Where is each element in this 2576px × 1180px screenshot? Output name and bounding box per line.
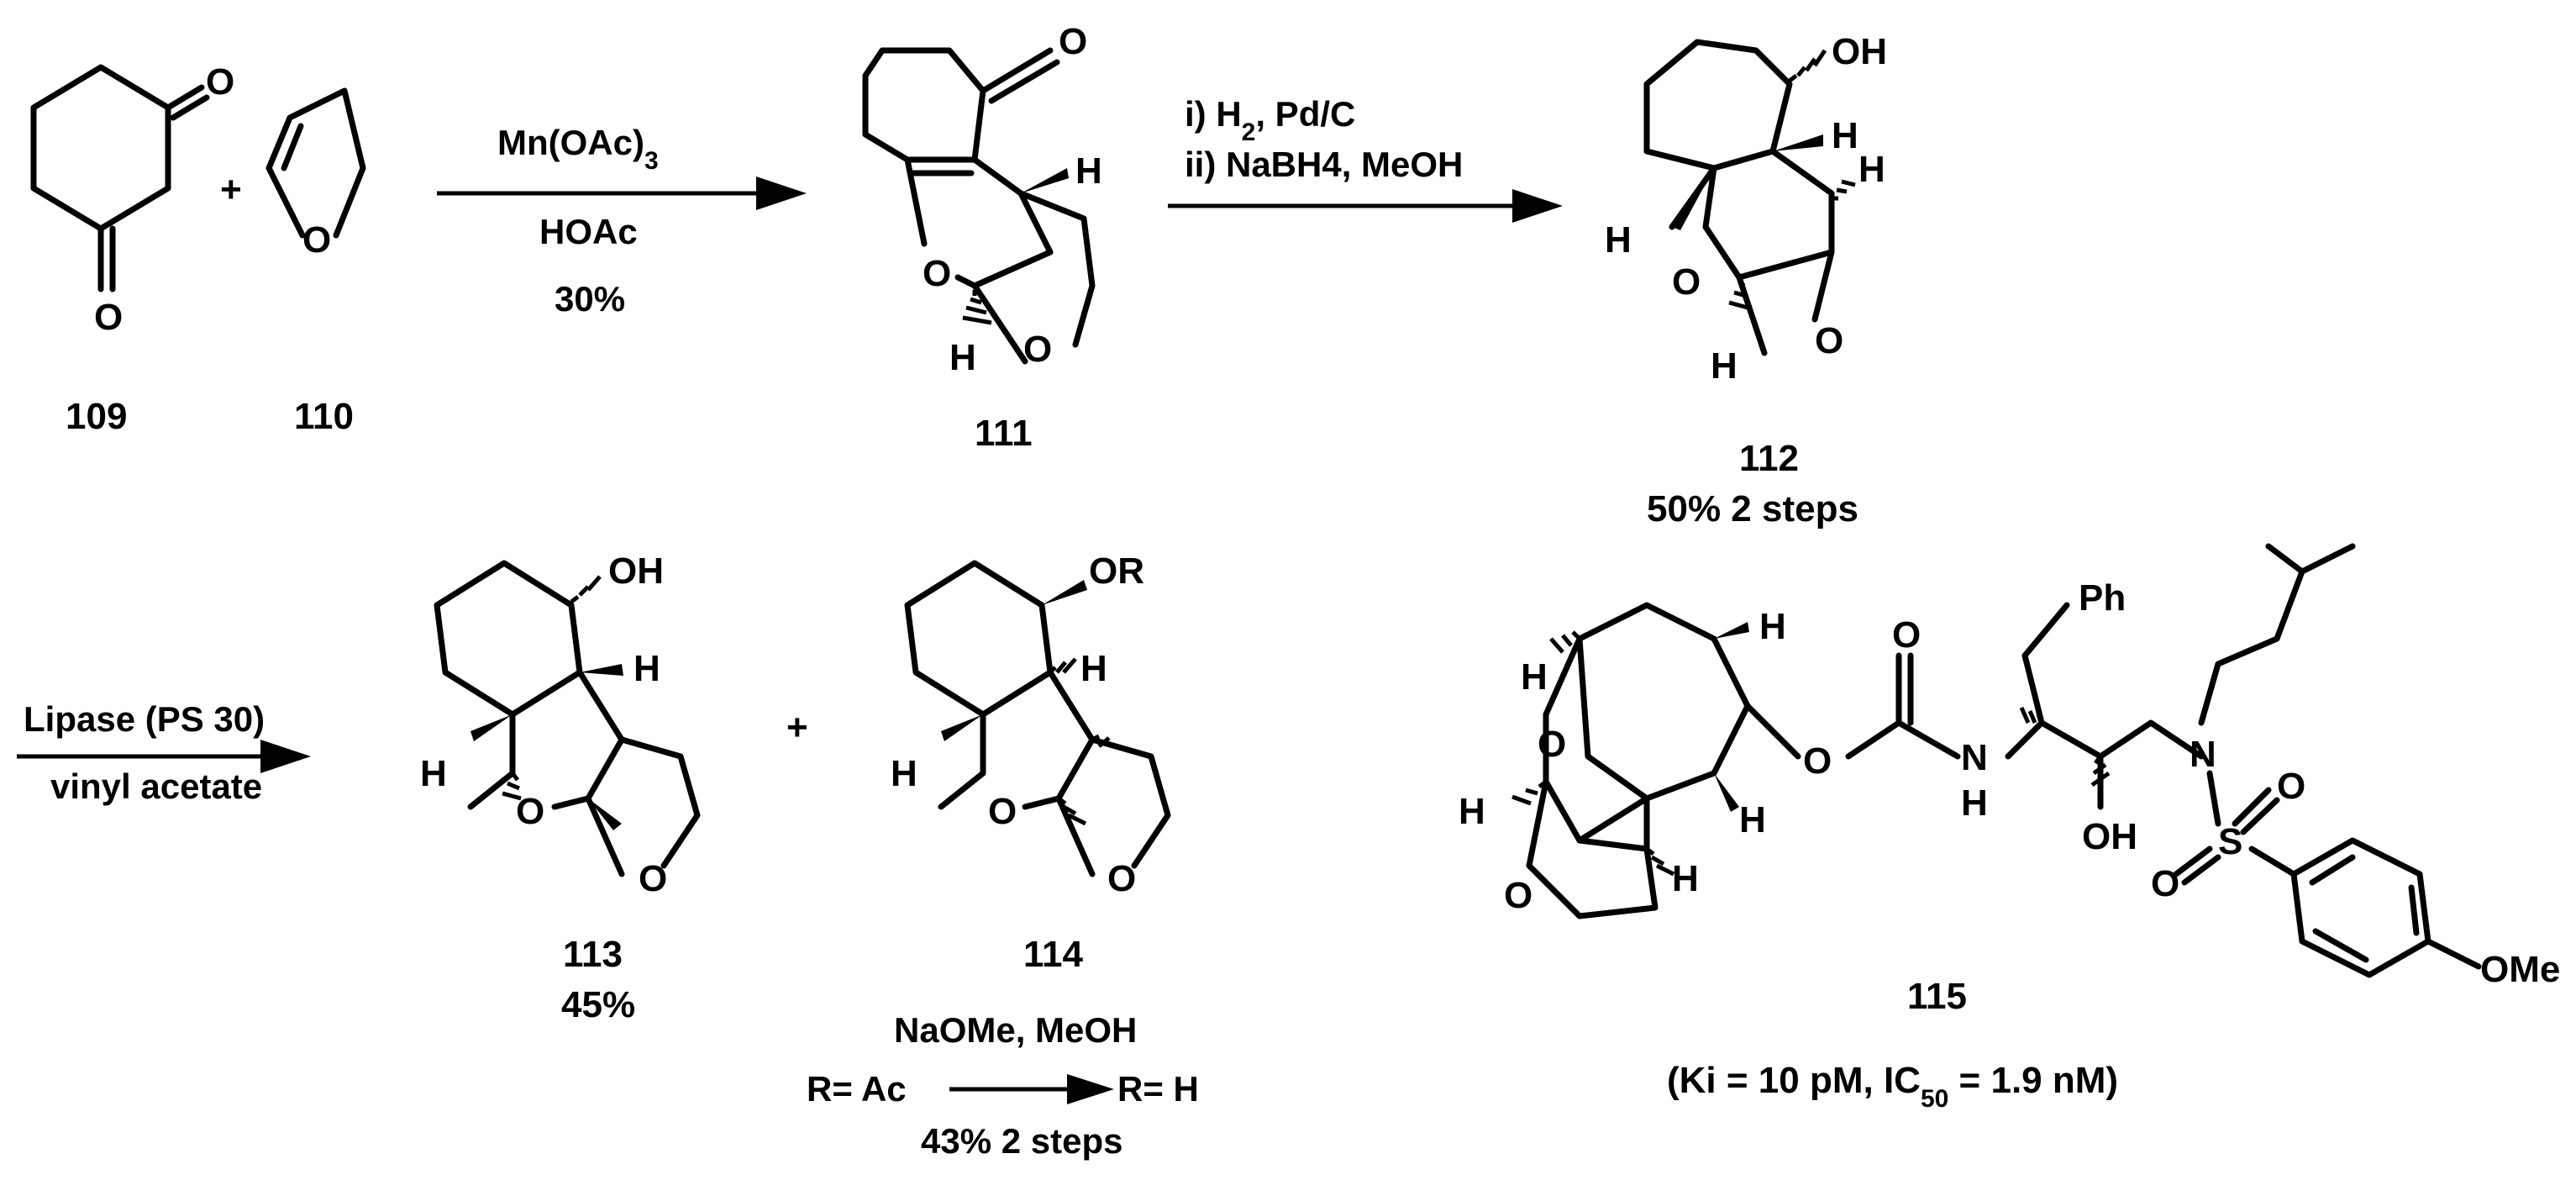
atom-o: O [1504, 875, 1532, 916]
atom-oh: OH [1832, 31, 1887, 72]
compound-111: O H O O H 111 [862, 21, 1102, 454]
atom-h: H [1672, 858, 1699, 899]
compound-109: O O 109 [30, 61, 234, 437]
step1-solvent: HOAc [539, 212, 638, 251]
atom-o: O [639, 858, 667, 899]
reaction-arrow-2: i) H2, Pd/C ii) NaBH4, MeOH [1168, 94, 1563, 223]
compound-114: OR H H O O 114 [891, 550, 1171, 975]
compound-label-110: 110 [294, 396, 354, 437]
atom-oh: OH [608, 550, 664, 592]
atom-o: O [1059, 21, 1087, 62]
atom-o: O [923, 253, 951, 294]
atom-h: H [1739, 799, 1766, 840]
atom-h: H [1759, 606, 1786, 647]
compound-label-109: 109 [66, 396, 127, 437]
atom-s: S [2218, 821, 2242, 862]
atom-h: H [1605, 219, 1632, 261]
plus-sign: + [786, 707, 808, 748]
compound-label-112: 112 [1739, 438, 1799, 479]
atom-h: H [1961, 782, 1988, 824]
atom-h: H [1080, 648, 1107, 689]
atom-h: H [1459, 791, 1485, 832]
reaction-arrow-1: Mn(OAc)3 HOAc 30% [437, 123, 807, 319]
step1-yield: 30% [555, 279, 625, 319]
atom-n: N [1961, 737, 1988, 778]
atom-o: O [302, 219, 331, 261]
compound-label-113: 113 [563, 934, 623, 975]
step4-from: R= Ac [807, 1069, 907, 1109]
step3-solvent: vinyl acetate [50, 766, 262, 806]
step2-reagent-ii: ii) NaBH4, MeOH [1185, 145, 1463, 184]
atom-or: OR [1089, 550, 1144, 592]
step2-reagent-i: i) H2, Pd/C [1185, 94, 1355, 146]
step1-reagent: Mn(OAc)3 [497, 123, 659, 175]
atom-h: H [420, 753, 447, 794]
step4-to: R= H [1117, 1069, 1199, 1109]
compound-activity-115: (Ki = 10 pM, IC50 = 1.9 nM) [1667, 1060, 2118, 1113]
atom-h: H [633, 648, 660, 689]
atom-ome: OMe [2480, 949, 2560, 990]
atom-h: H [1521, 656, 1548, 698]
step4-reagent: NaOMe, MeOH [894, 1010, 1137, 1050]
compound-110: O 110 [265, 87, 366, 437]
reaction-arrow-3: Lipase (PS 30) vinyl acetate [17, 699, 311, 806]
atom-o: O [1023, 329, 1052, 370]
atom-o: O [2277, 766, 2305, 807]
atom-o: O [1892, 614, 1921, 656]
step4-yield: 43% 2 steps [921, 1121, 1122, 1161]
atom-o: O [1803, 740, 1832, 782]
atom-o: O [516, 791, 544, 832]
atom-o: O [94, 297, 123, 338]
atom-h: H [1832, 115, 1858, 156]
atom-h: H [949, 337, 976, 378]
atom-h: H [891, 753, 917, 794]
atom-o: O [988, 791, 1017, 832]
compound-yield-113: 45% [561, 984, 635, 1025]
atom-o: O [1815, 320, 1843, 361]
compound-115: H H O H H H O O O N H Ph OH N S O O OMe … [1459, 543, 2560, 1113]
atom-o: O [206, 61, 234, 103]
atom-ph: Ph [2079, 577, 2126, 619]
reaction-arrow-4: NaOMe, MeOH R= Ac R= H 43% 2 steps [807, 1010, 1199, 1161]
compound-113: OH H H O O 113 45% [420, 550, 701, 1025]
compound-label-114: 114 [1023, 934, 1084, 975]
compound-label-111: 111 [975, 413, 1033, 454]
atom-oh: OH [2082, 816, 2137, 857]
atom-o: O [1538, 724, 1566, 765]
atom-o: O [2151, 863, 2179, 904]
compound-yield-112: 50% 2 steps [1647, 488, 1858, 529]
atom-o: O [1672, 261, 1701, 303]
atom-n: N [2190, 734, 2216, 775]
atom-h: H [1711, 345, 1737, 387]
compound-label-115: 115 [1907, 976, 1967, 1017]
atom-o: O [1107, 858, 1136, 899]
compound-112: OH H H H O O H 112 50% 2 steps [1605, 31, 1887, 529]
plus-sign: + [220, 169, 242, 210]
atom-h: H [1075, 150, 1102, 192]
atom-h: H [1858, 149, 1885, 190]
step3-reagent: Lipase (PS 30) [24, 699, 265, 739]
